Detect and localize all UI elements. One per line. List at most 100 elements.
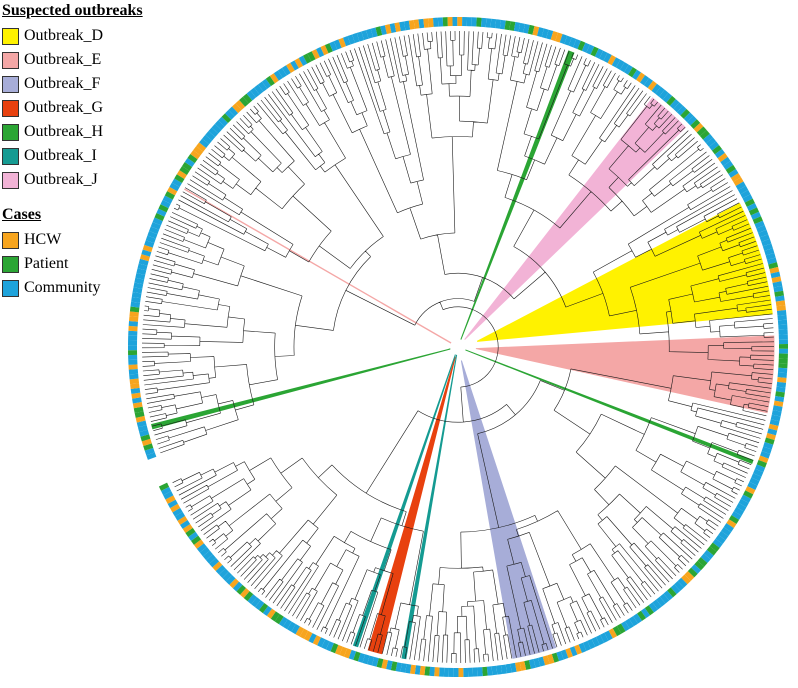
- case-ring-segment: [448, 667, 454, 677]
- case-ring-segment: [458, 667, 464, 677]
- case-ring-segment: [677, 577, 688, 588]
- case-ring-segment: [667, 587, 677, 598]
- case-ring-segment: [142, 244, 153, 253]
- case-ring-segment: [128, 345, 138, 351]
- case-ring-segment: [334, 644, 343, 655]
- legend-item-patient: Patient: [2, 252, 200, 276]
- case-ring-segment: [158, 204, 169, 213]
- case-ring-segment: [190, 150, 201, 160]
- case-ring-segment: [370, 27, 378, 38]
- case-ring-segment: [703, 549, 714, 560]
- case-ring-segment: [211, 123, 222, 134]
- case-ring-segment: [208, 127, 219, 138]
- case-ring-segment: [518, 22, 526, 33]
- case-ring-segment: [480, 17, 487, 28]
- case-ring-segment: [154, 213, 165, 222]
- case-ring-segment: [746, 202, 757, 212]
- case-ring-segment: [778, 348, 788, 354]
- case-ring-segment: [756, 225, 767, 233]
- case-ring-segment: [499, 19, 506, 30]
- case-ring-segment: [147, 231, 158, 239]
- case-ring-segment: [640, 608, 651, 619]
- case-ring-segment: [628, 67, 637, 78]
- case-ring-segment: [206, 554, 216, 564]
- case-ring-segment: [590, 46, 599, 57]
- case-ring-segment: [291, 624, 300, 635]
- case-ring-segment: [738, 185, 749, 195]
- case-ring-segment: [348, 649, 357, 660]
- case-ring-segment: [776, 381, 787, 388]
- case-ring-segment: [128, 340, 138, 346]
- outbreak-j-label: Outbreak_J: [24, 171, 98, 188]
- case-ring-segment: [778, 343, 788, 349]
- outbreak-g-clade: [367, 356, 456, 655]
- case-ring-segment: [371, 656, 379, 667]
- case-ring-segment: [538, 656, 546, 667]
- case-ring-segment: [132, 401, 143, 409]
- case-ring-segment: [744, 198, 755, 207]
- case-ring-segment: [709, 542, 720, 552]
- legend-item-outbreak-d: Outbreak_D: [2, 24, 200, 48]
- case-ring-segment: [324, 43, 333, 54]
- case-ring-segment: [434, 667, 440, 677]
- case-ring-segment: [428, 17, 434, 28]
- case-ring-segment: [758, 455, 769, 464]
- case-ring-segment: [265, 75, 275, 87]
- case-ring-segment: [532, 25, 540, 36]
- case-ring-segment: [702, 133, 713, 144]
- case-ring-segment: [674, 581, 684, 591]
- case-ring-segment: [524, 660, 531, 670]
- case-ring-segment: [765, 252, 776, 260]
- case-ring-segment: [662, 92, 673, 103]
- case-ring-segment: [338, 37, 347, 48]
- case-ring-segment: [604, 630, 613, 641]
- case-ring-segment: [775, 391, 785, 398]
- case-ring-segment: [320, 45, 329, 56]
- case-ring-segment: [347, 34, 356, 45]
- case-ring-segment: [185, 527, 196, 537]
- case-ring-segment: [380, 25, 387, 36]
- case-ring-segment: [743, 490, 754, 499]
- case-ring-segment: [136, 420, 147, 428]
- legend-item-outbreak-i: Outbreak_I: [2, 144, 200, 168]
- legend-item-outbreak-g: Outbreak_G: [2, 96, 200, 120]
- case-ring-segment: [184, 158, 195, 168]
- case-ring-segment: [386, 660, 393, 671]
- case-ring-segment: [482, 666, 488, 677]
- case-ring-segment: [273, 70, 283, 81]
- case-ring-segment: [733, 507, 745, 516]
- case-ring-segment: [762, 243, 773, 251]
- tree-branches-path: [141, 30, 775, 664]
- case-ring-segment: [329, 41, 338, 52]
- case-ring-segment: [140, 434, 151, 442]
- case-ring-segment: [202, 550, 213, 561]
- outbreaks-legend-title: Suspected outbreaks: [2, 2, 143, 19]
- case-ring-segment: [735, 181, 746, 191]
- case-ring-segment: [565, 647, 573, 659]
- case-ring-segment: [696, 126, 707, 137]
- case-ring-segment: [547, 653, 555, 664]
- case-ring-segment: [156, 208, 167, 217]
- case-ring-segment: [321, 639, 330, 650]
- case-ring-segment: [409, 664, 416, 675]
- case-ring-segment: [603, 52, 612, 63]
- tree-branches: [141, 30, 775, 664]
- case-ring-segment: [778, 339, 788, 345]
- case-ring-segment: [141, 249, 152, 257]
- case-ring-segment: [775, 295, 785, 302]
- outbreak-e-swatch: [2, 51, 19, 69]
- outbreak-f-swatch: [2, 75, 19, 93]
- case-ring-segment: [669, 99, 680, 109]
- case-ring-segment: [619, 62, 629, 73]
- case-ring-segment: [738, 498, 749, 508]
- case-ring-segment: [457, 16, 463, 27]
- case-ring-segment: [611, 57, 621, 68]
- case-ring-segment: [711, 145, 723, 155]
- case-ring-segment: [251, 597, 261, 608]
- case-ring-segment: [128, 330, 138, 336]
- case-ring-segment: [188, 531, 199, 541]
- case-ring-segment: [485, 18, 492, 28]
- case-ring-segment: [775, 300, 786, 307]
- case-ring-segment: [633, 613, 643, 624]
- case-ring-segment: [240, 588, 250, 598]
